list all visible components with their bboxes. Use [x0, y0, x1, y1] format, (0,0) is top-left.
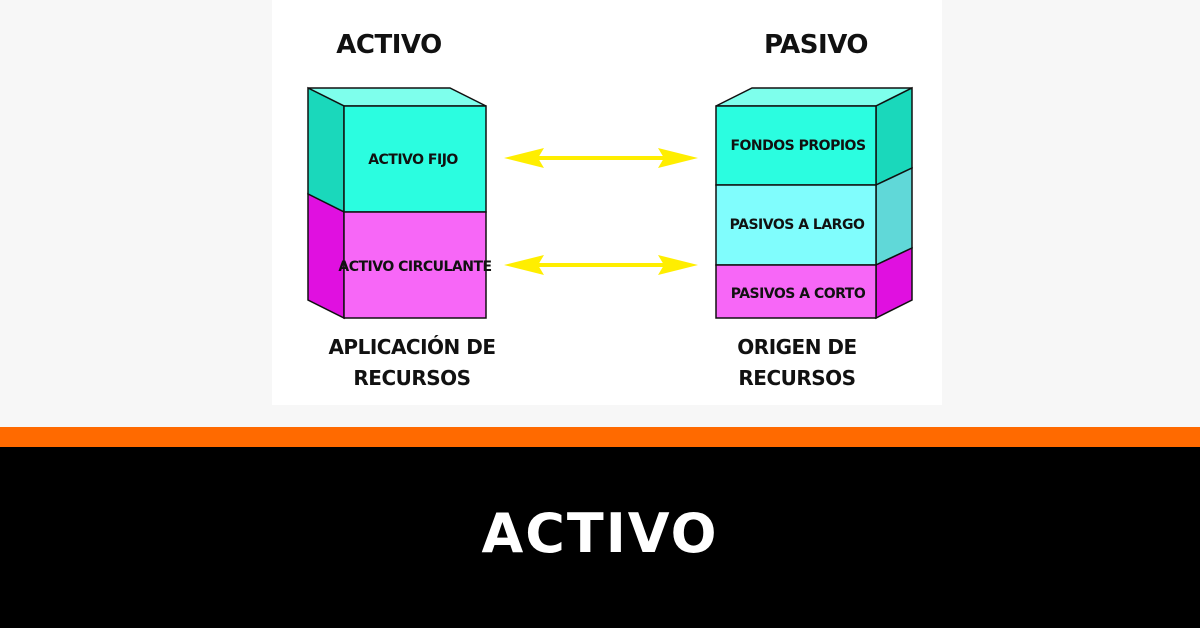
liability-box: FONDOS PROPIOS PASIVOS A LARGO PASIVOS A… — [715, 86, 913, 320]
balance-sheet-diagram: ACTIVO PASIVO ACTIVO FIJO ACTIVO CIRCULA… — [307, 30, 913, 390]
fixed-asset-block — [343, 105, 487, 213]
asset-caption-line-2: RECURSOS — [353, 366, 470, 390]
diagram-panel: ACTIVO PASIVO ACTIVO FIJO ACTIVO CIRCULA… — [272, 0, 942, 405]
long-term-liability-label: PASIVOS A LARGO — [730, 217, 865, 233]
bottom-double-arrow — [504, 255, 698, 275]
current-asset-side-face — [307, 192, 345, 320]
fixed-asset-label: ACTIVO FIJO — [368, 152, 458, 168]
fixed-asset-side-face — [307, 86, 345, 214]
equity-label: FONDOS PROPIOS — [730, 138, 865, 154]
asset-heading: ACTIVO — [336, 30, 441, 60]
current-asset-label: ACTIVO CIRCULANTE — [338, 259, 491, 275]
footer-title: ACTIVO — [481, 502, 719, 565]
top-double-arrow — [504, 148, 698, 168]
asset-caption-line-1: APLICACIÓN DE — [328, 335, 495, 359]
liability-caption-line-2: RECURSOS — [738, 366, 855, 390]
short-term-liability-block — [715, 264, 877, 319]
orange-divider-band — [0, 427, 1200, 447]
liability-heading: PASIVO — [764, 30, 868, 60]
short-term-liability-label: PASIVOS A CORTO — [731, 286, 866, 302]
current-asset-block — [343, 211, 487, 319]
liability-caption-line-1: ORIGEN DE — [737, 335, 856, 359]
asset-box: ACTIVO FIJO ACTIVO CIRCULANTE — [307, 86, 492, 320]
footer-banner: ACTIVO — [0, 447, 1200, 628]
